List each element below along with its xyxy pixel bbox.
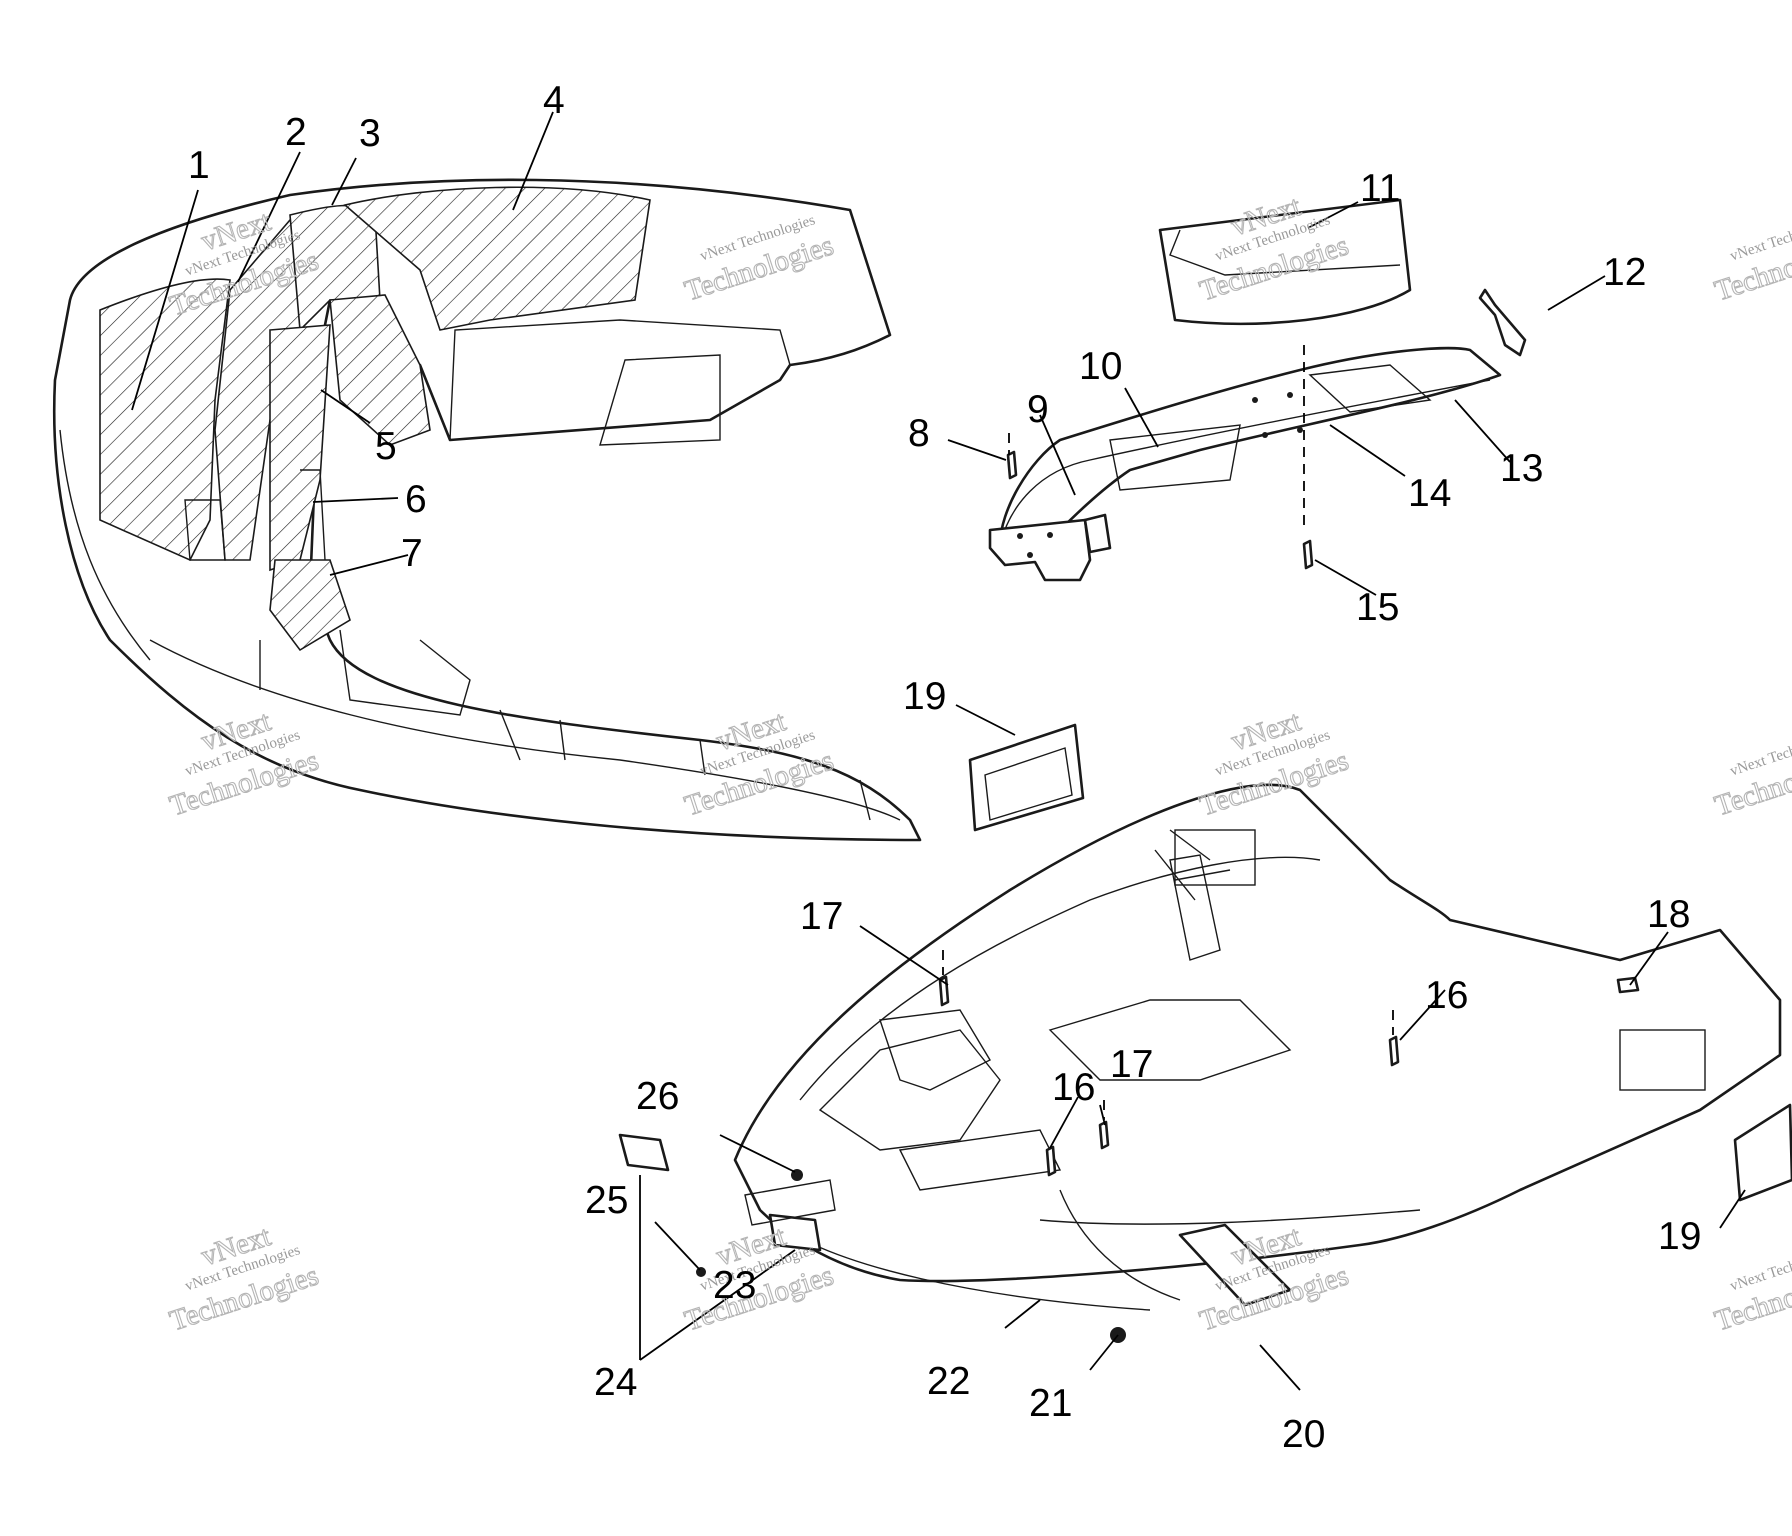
callout-25: 25 — [585, 1179, 628, 1222]
callout-17b: 17 — [1110, 1043, 1153, 1086]
callout-19a: 19 — [903, 675, 946, 718]
callout-11: 11 — [1360, 167, 1401, 210]
panel-mount-holes — [1017, 392, 1303, 558]
callout-3: 3 — [359, 112, 381, 155]
callout-8: 8 — [908, 412, 930, 455]
callout-2: 2 — [285, 111, 307, 154]
callout-9: 9 — [1027, 388, 1049, 431]
center-lines — [942, 345, 1394, 1120]
callout-23: 23 — [713, 1264, 756, 1307]
callout-21: 21 — [1029, 1382, 1072, 1425]
callout-24: 24 — [594, 1361, 637, 1404]
watermark-8: vNext Technologies Technologies — [1710, 727, 1792, 823]
callout-22: 22 — [927, 1360, 970, 1403]
watermark-12: vNext Technologies Technologies — [1710, 1242, 1792, 1338]
callout-17a: 17 — [800, 895, 843, 938]
leader-lines — [131, 111, 1746, 1391]
callout-18: 18 — [1647, 893, 1690, 936]
hood-assembly — [52, 178, 922, 842]
callout-4: 4 — [543, 79, 565, 122]
callout-12: 12 — [1603, 251, 1646, 294]
watermark-9: vNext vNext Technologies Technologies — [165, 1220, 323, 1338]
callout-16b: 16 — [1052, 1066, 1095, 1109]
callout-6: 6 — [405, 478, 427, 521]
callout-7: 7 — [401, 532, 423, 575]
callout-16a: 16 — [1425, 974, 1468, 1017]
callout-19b: 19 — [1658, 1215, 1701, 1258]
callout-5: 5 — [375, 425, 397, 468]
callout-15: 15 — [1356, 586, 1399, 629]
belly-pan-assembly — [733, 783, 1782, 1311]
hinge-panel-assembly — [988, 198, 1527, 582]
callout-20: 20 — [1282, 1413, 1325, 1456]
callout-labels: 1 2 3 4 5 6 7 8 9 10 11 12 13 14 15 16 1… — [188, 79, 1701, 1456]
watermark-4: vNext Technologies Technologies — [1710, 212, 1792, 308]
callout-10: 10 — [1079, 345, 1122, 388]
callout-26: 26 — [636, 1075, 679, 1118]
small-parts — [618, 723, 1792, 1343]
callout-13: 13 — [1500, 447, 1543, 490]
callout-14: 14 — [1408, 472, 1451, 515]
callout-1: 1 — [188, 144, 210, 187]
